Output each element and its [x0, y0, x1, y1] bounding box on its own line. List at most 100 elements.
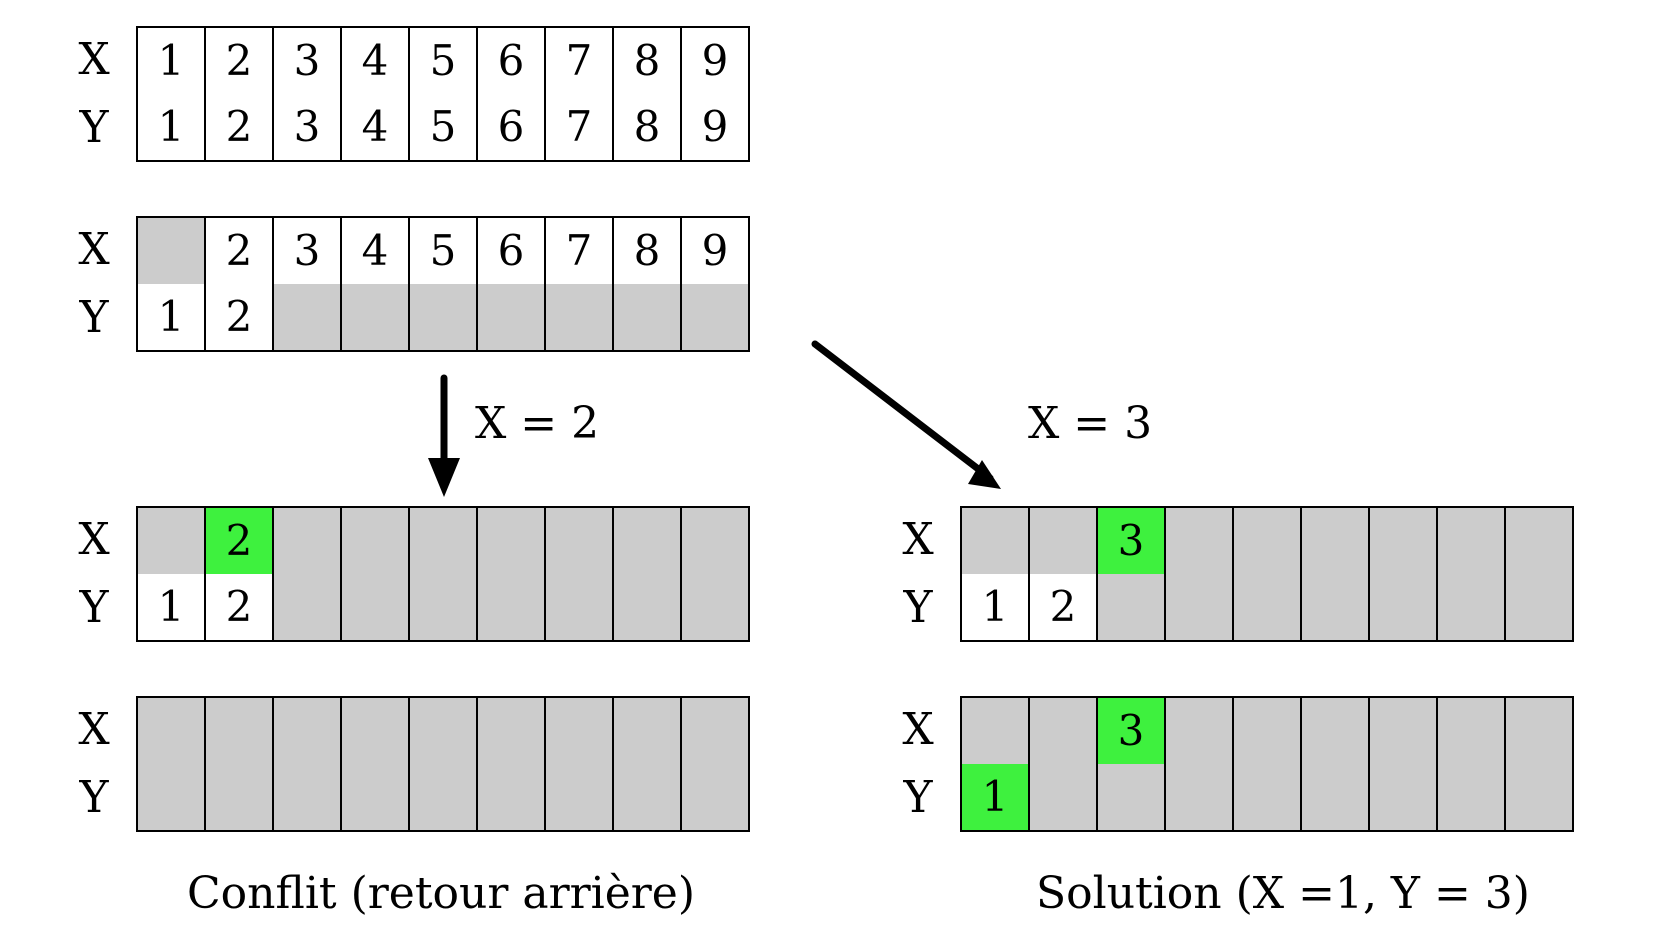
domain-cell	[138, 764, 206, 832]
domain-cell: 7	[546, 94, 614, 162]
domain-cell	[1098, 574, 1166, 642]
domain-cell	[478, 764, 546, 832]
domain-cell	[1438, 764, 1506, 832]
variable-label-x: X	[78, 34, 110, 85]
domain-cell: 6	[478, 28, 546, 96]
domain-cell: 1	[138, 94, 206, 162]
domain-cell: 3	[274, 94, 342, 162]
arrow-down-left-branch	[428, 374, 460, 497]
caption-conflict: Conflit (retour arrière)	[187, 868, 695, 919]
domain-cell: 2	[206, 94, 274, 162]
domain-cell	[274, 574, 342, 642]
domain-cell	[546, 764, 614, 832]
domain-cell	[682, 284, 750, 352]
domain-cells-x: 3	[960, 506, 1574, 576]
domain-cell	[1370, 574, 1438, 642]
domain-cell: 3	[1098, 508, 1166, 576]
variable-label-y: Y	[79, 102, 109, 153]
domain-cell	[1506, 698, 1574, 766]
domain-cell	[1506, 508, 1574, 576]
variable-label-y: Y	[903, 582, 933, 633]
domain-cell	[1438, 574, 1506, 642]
variable-label-y: Y	[79, 772, 109, 823]
domain-cell	[1370, 508, 1438, 576]
caption-solution: Solution (X =1, Y = 3)	[1036, 868, 1530, 919]
domain-cell	[682, 574, 750, 642]
domain-cell	[274, 508, 342, 576]
domain-cell	[614, 764, 682, 832]
domain-cell: 3	[274, 218, 342, 286]
domain-cell: 7	[546, 218, 614, 286]
domain-cell	[1370, 764, 1438, 832]
domain-cell: 4	[342, 94, 410, 162]
domain-cell	[342, 574, 410, 642]
domain-cell: 1	[138, 284, 206, 352]
domain-cell	[410, 698, 478, 766]
domain-cell	[274, 284, 342, 352]
domain-cell	[1302, 764, 1370, 832]
variable-label-x: X	[78, 514, 110, 565]
domain-cell	[1234, 764, 1302, 832]
domain-cell: 5	[410, 94, 478, 162]
domain-cell: 9	[682, 94, 750, 162]
domain-cell	[1302, 698, 1370, 766]
domain-cell: 2	[206, 284, 274, 352]
domain-cell: 1	[962, 764, 1030, 832]
variable-label-x: X	[902, 704, 934, 755]
domain-cells-y: 1	[960, 764, 1574, 832]
domain-cell	[138, 218, 206, 286]
variable-label-y: Y	[903, 772, 933, 823]
domain-cell: 1	[962, 574, 1030, 642]
arrow-diagonal-right-branch	[811, 340, 1001, 489]
domain-cell	[1302, 574, 1370, 642]
domain-cell	[1506, 574, 1574, 642]
domain-cell	[614, 574, 682, 642]
domain-cell	[274, 764, 342, 832]
domain-cell: 7	[546, 28, 614, 96]
domain-cell: 1	[138, 574, 206, 642]
domain-cell: 3	[1098, 698, 1166, 766]
domain-cell	[546, 698, 614, 766]
variable-label-x: X	[78, 224, 110, 275]
domain-cells-x: 3	[960, 696, 1574, 766]
domain-cell: 9	[682, 218, 750, 286]
domain-cell	[410, 574, 478, 642]
arrow-label-x-equals-3: X = 3	[1028, 398, 1153, 449]
domain-cell	[1438, 508, 1506, 576]
domain-cell	[138, 508, 206, 576]
domain-cell	[410, 508, 478, 576]
domain-cell: 3	[274, 28, 342, 96]
domain-cell	[962, 508, 1030, 576]
domain-cell: 8	[614, 94, 682, 162]
domain-cell	[1438, 698, 1506, 766]
domain-cell	[1166, 764, 1234, 832]
variable-label-y: Y	[79, 292, 109, 343]
arrow-label-x-equals-2: X = 2	[475, 398, 600, 449]
domain-cell	[546, 508, 614, 576]
domain-cell: 5	[410, 218, 478, 286]
domain-cell	[614, 284, 682, 352]
domain-cell	[1234, 574, 1302, 642]
domain-cell	[138, 698, 206, 766]
domain-cell	[682, 764, 750, 832]
domain-cell	[1166, 574, 1234, 642]
domain-cell	[478, 574, 546, 642]
domain-cell	[410, 284, 478, 352]
variable-label-y: Y	[79, 582, 109, 633]
domain-cell: 6	[478, 94, 546, 162]
domain-cell	[1506, 764, 1574, 832]
domain-cell: 8	[614, 28, 682, 96]
variable-label-x: X	[902, 514, 934, 565]
domain-cell	[546, 284, 614, 352]
domain-cell	[342, 284, 410, 352]
domain-cell	[478, 284, 546, 352]
domain-cell	[1030, 764, 1098, 832]
domain-cell	[206, 764, 274, 832]
domain-cells-y	[136, 764, 750, 832]
domain-cell	[682, 698, 750, 766]
domain-cell: 5	[410, 28, 478, 96]
